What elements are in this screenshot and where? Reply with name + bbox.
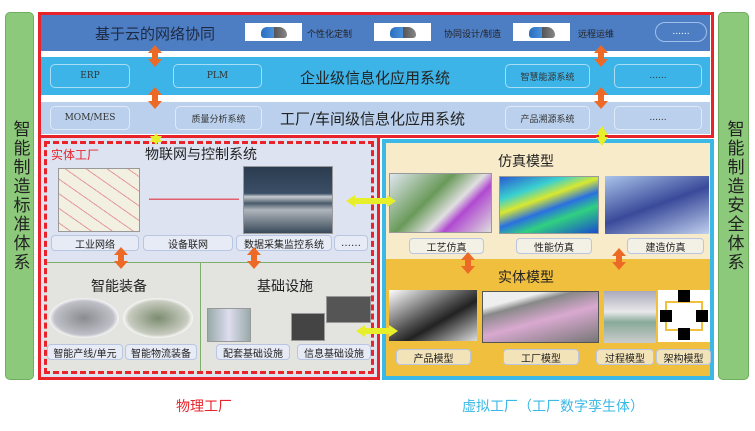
cloud-item: 协同设计/制造 [444,30,502,40]
cloud-server-icon [374,23,431,41]
cloud-server-icon [513,23,570,41]
entity-model-title: 实体模型 [498,270,554,286]
bidirectional-arrow-icon [148,45,162,67]
energy-system-box: 智慧能源系统 [505,64,590,88]
process-model-image [604,291,656,343]
physical-factory-panel: 实体工厂 物联网与控制系统 工业网络 设备联网 数据采集监控系统 …… 智能装备… [38,135,380,380]
smart-equipment-title: 智能装备 [91,279,147,295]
industrial-network-image [58,168,140,232]
smart-line-label: 智能产线/单元 [47,344,123,360]
performance-sim-image [499,176,599,234]
logistics-equipment-image [123,298,193,338]
virtual-factory-panel: 仿真模型 工艺仿真 性能仿真 建造仿真 实体模型 产品模型 工厂模型 过程模型 … [382,139,714,380]
factory-systems-row: MOM/MES 质量分析系统 工厂/车间级信息化应用系统 产品溯源系统 ....… [41,102,710,134]
process-sim-image [389,173,492,233]
scada-image [243,166,333,234]
bidirectional-arrow-icon [247,247,261,269]
vertical-link-arrow-icon [148,133,162,145]
performance-sim-label: 性能仿真 [516,238,592,254]
more-label: …… [334,235,368,251]
simulation-model-title: 仿真模型 [498,154,554,170]
device-network-label: 设备联网 [143,235,233,251]
factory-model-image [482,291,599,343]
logistics-label: 智能物流装备 [125,344,197,360]
security-system-pillar: 智能制造安全体系 [718,12,749,380]
construction-sim-image [605,176,709,234]
dashed-boundary [44,141,374,374]
supporting-infra-label: 配套基础设施 [216,344,290,360]
physical-virtual-link-arrow-icon [346,195,396,207]
info-infra-image [291,313,325,341]
more-box: ...... [614,106,702,130]
process-model-label: 过程模型 [596,349,654,365]
factory-model-label: 工厂模型 [503,349,579,365]
bidirectional-arrow-icon [612,248,626,270]
camera-image [326,296,371,323]
infrastructure-title: 基础设施 [257,279,313,295]
more-box: ...... [614,64,702,88]
info-infra-label: 信息基础设施 [297,344,371,360]
standard-system-label: 智能制造标准体系 [9,120,30,272]
physical-factory-tag: 实体工厂 [51,148,100,162]
bidirectional-arrow-icon [114,247,128,269]
vertical-link-arrow-icon [596,126,608,146]
cloud-more-icon: ...... [655,22,707,42]
bidirectional-arrow-icon [594,87,608,109]
cloud-row-title: 基于云的网络协同 [95,25,216,43]
cloud-collaboration-row: 基于云的网络协同 个性化定制 协同设计/制造 远程运维 ...... [41,15,710,51]
production-line-image [49,298,119,338]
process-sim-label: 工艺仿真 [409,238,484,254]
architecture-model-label: 架构模型 [656,349,711,365]
cloud-item: 远程运维 [578,30,615,40]
bidirectional-arrow-icon [148,87,162,109]
physical-virtual-link-arrow-icon [356,325,398,337]
bidirectional-arrow-icon [461,252,475,274]
physical-factory-caption: 物理工厂 [176,399,232,415]
enterprise-systems-row: ERP PLM 企业级信息化应用系统 智慧能源系统 ...... [41,57,710,95]
bidirectional-arrow-icon [594,45,608,67]
supporting-infra-image [207,308,251,342]
factory-row-title: 工厂/车间级信息化应用系统 [280,110,466,128]
iot-title: 物联网与控制系统 [145,147,257,163]
construction-sim-label: 建造仿真 [627,238,704,254]
virtual-factory-caption: 虚拟工厂（工厂数字孪生体） [462,399,644,415]
plm-box: PLM [173,64,262,88]
standard-system-pillar: 智能制造标准体系 [5,12,34,380]
quality-analysis-box: 质量分析系统 [175,106,262,130]
erp-box: ERP [50,64,130,88]
cloud-server-icon [245,23,302,41]
architecture-model-icon [658,290,710,342]
device-network-image [149,168,239,232]
enterprise-row-title: 企业级信息化应用系统 [300,69,451,87]
traceability-box: 产品溯源系统 [505,106,590,130]
product-model-image [389,290,477,341]
product-model-label: 产品模型 [396,349,471,365]
security-system-label: 智能制造安全体系 [723,120,744,272]
mom-mes-box: MOM/MES [50,106,130,130]
cloud-item: 个性化定制 [307,30,353,40]
